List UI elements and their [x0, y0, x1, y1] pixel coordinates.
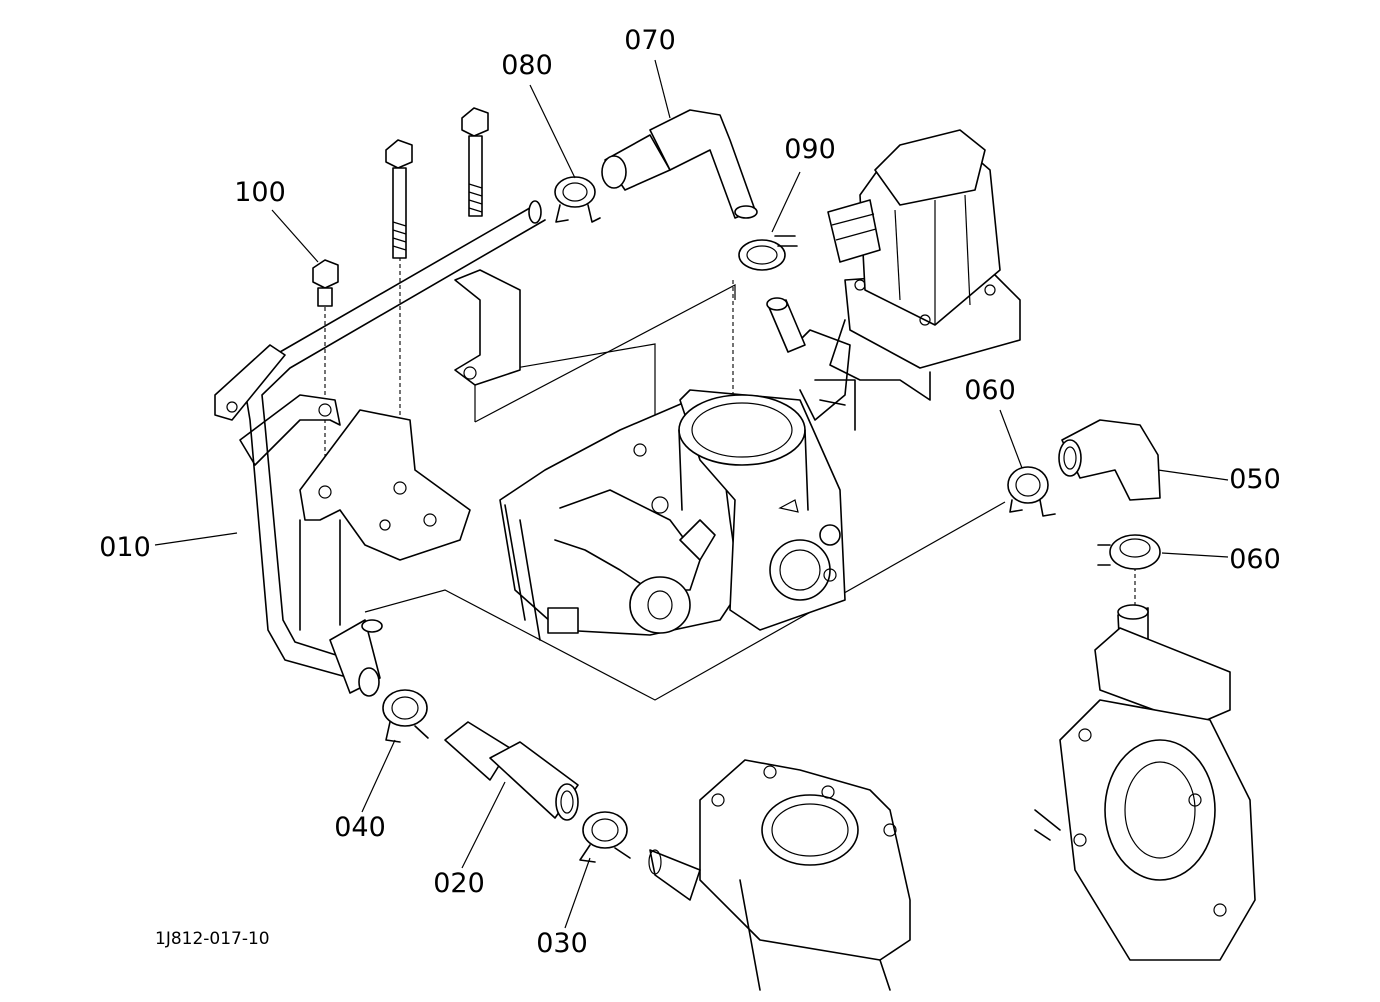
clamp-040 [382, 689, 429, 743]
thermostat-housing [1034, 604, 1256, 961]
callout-010: 010 [99, 532, 151, 563]
hose-020 [444, 721, 579, 821]
hose-050 [1058, 419, 1161, 501]
hose-070 [601, 109, 758, 219]
water-pipe-010 [214, 200, 546, 697]
bolt-long-1 [385, 139, 413, 259]
egr-valve-assembly [766, 129, 1021, 431]
bolt-long-2 [461, 107, 489, 217]
clamp-080 [554, 176, 601, 223]
callout-labels: 070 080 090 100 060 050 060 010 040 020 … [99, 25, 1281, 959]
throttle-body [499, 389, 846, 641]
callout-020: 020 [433, 868, 485, 899]
callout-090: 090 [784, 134, 836, 165]
leader-lines [154, 59, 1229, 929]
bracket [239, 269, 521, 631]
callout-040: 040 [334, 812, 386, 843]
callout-030: 030 [536, 928, 588, 959]
clamp-030 [579, 811, 631, 863]
callout-080: 080 [501, 50, 553, 81]
callout-060-lower: 060 [1229, 544, 1281, 575]
clamp-090 [738, 235, 798, 271]
callout-070: 070 [624, 25, 676, 56]
callout-100: 100 [234, 177, 286, 208]
clamp-060-upper [1007, 466, 1056, 517]
water-flange [648, 759, 911, 991]
callout-060-upper: 060 [964, 375, 1016, 406]
callout-050: 050 [1229, 464, 1281, 495]
figure-reference: 1J812-017-10 [155, 929, 270, 949]
bolt-100 [312, 259, 339, 307]
clamp-060-lower [1097, 534, 1161, 570]
